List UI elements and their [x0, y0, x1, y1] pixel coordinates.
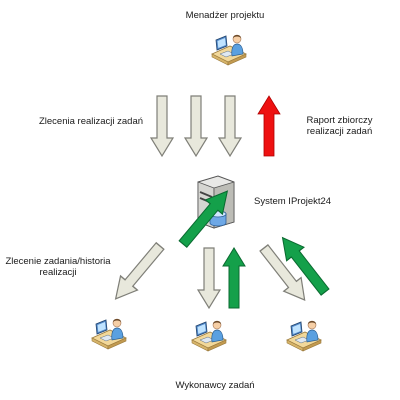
executors-label: Wykonawcy zadań: [175, 380, 255, 391]
report-up-arrow: [257, 95, 281, 157]
middle-arrow-pair: [197, 247, 246, 309]
executor-middle-person-desk-icon: [191, 320, 227, 352]
task-orders-label: Zlecenia realizacji zadań: [38, 116, 144, 127]
manager-label: Menadżer projektu: [185, 10, 265, 21]
summary-report-label: Raport zbiorczy realizacji zadań: [306, 115, 373, 137]
down-arrow-middle: [184, 95, 208, 157]
right-arrow-pair: [254, 230, 335, 308]
executor-left-person-desk-icon: [91, 318, 127, 350]
executor-right-person-desk-icon: [286, 320, 322, 352]
task-order-arrows: [150, 95, 242, 157]
manager-person-desk-icon: [211, 34, 247, 66]
left-arrow-pair: [106, 183, 237, 307]
system-label: System IProjekt24: [254, 196, 332, 207]
task-history-label: Zlecenie zadania/historia realizacji: [5, 256, 111, 278]
down-arrow-right: [218, 95, 242, 157]
